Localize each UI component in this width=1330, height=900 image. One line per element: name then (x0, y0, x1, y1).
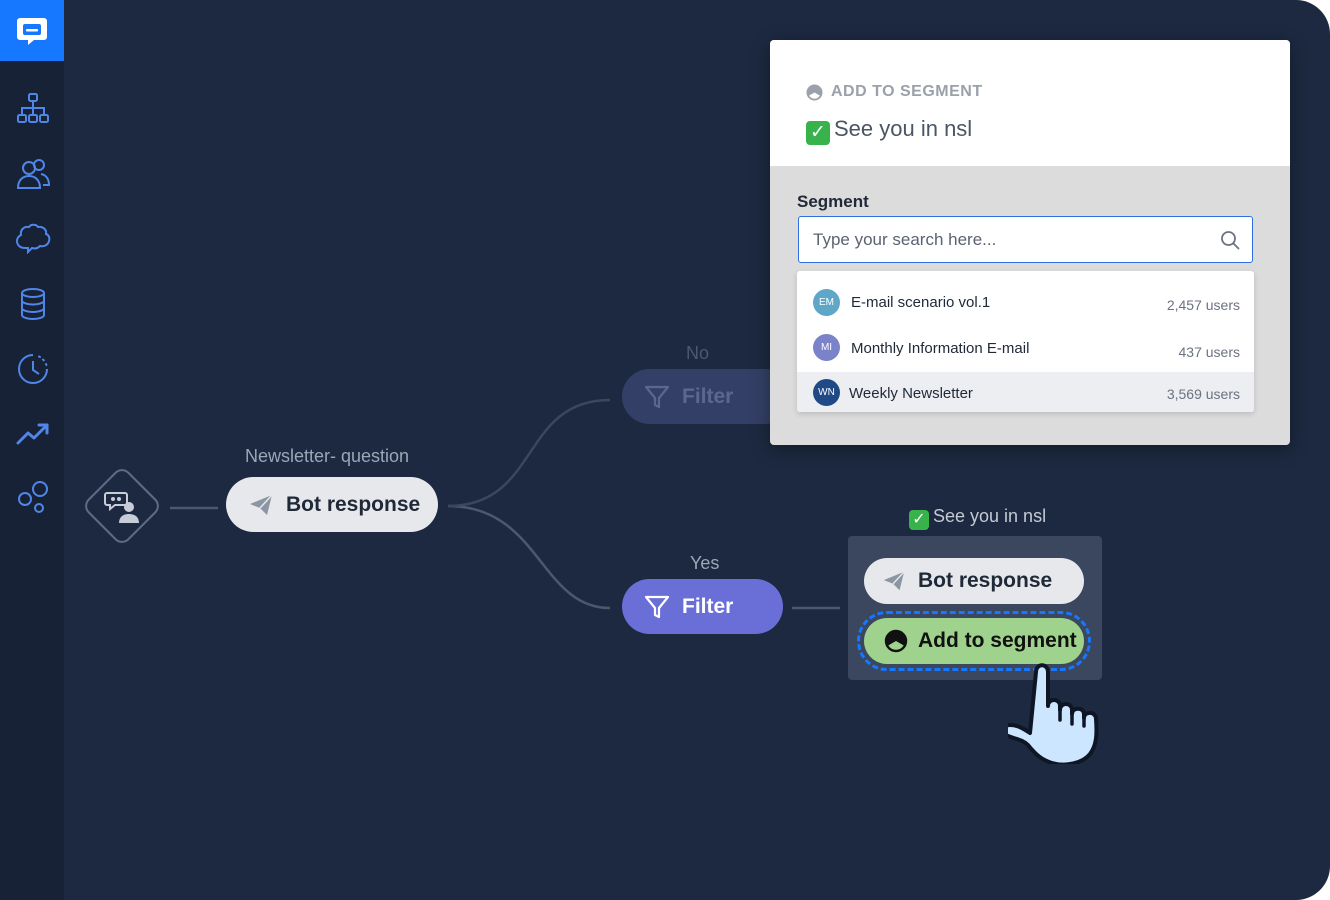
search-icon (1221, 231, 1240, 250)
segment-search-box[interactable] (798, 216, 1253, 263)
bot-response-label: Bot response (286, 492, 421, 516)
bot-response-node[interactable]: Bot response (226, 477, 438, 532)
group-bot-response-label: Bot response (918, 569, 1053, 592)
segment-option-count: 2,457 users (1166, 297, 1240, 313)
brain-icon (15, 223, 51, 255)
panel-kicker-text: ADD TO SEGMENT (831, 83, 983, 100)
nav-integrations[interactable] (14, 478, 52, 516)
hand-pointer-icon (1008, 663, 1099, 764)
panel-kicker: ADD TO SEGMENT (806, 83, 983, 101)
filter-node-no[interactable]: Filter (622, 369, 792, 424)
check-mark-icon: ✓ (806, 121, 830, 145)
paper-plane-icon (250, 493, 273, 515)
nav-analytics[interactable] (14, 414, 52, 452)
nav-clock[interactable] (14, 350, 52, 388)
branch-yes-label: Yes (690, 553, 720, 573)
funnel-icon (644, 385, 670, 408)
chat-bubble-logo-icon (17, 17, 47, 45)
branch-no-label: No (686, 343, 710, 363)
segment-avatar: EM (813, 289, 840, 316)
chat-user-icon (104, 492, 139, 523)
paper-plane-icon (883, 571, 905, 591)
segment-option-count: 3,569 users (1166, 386, 1240, 402)
database-icon (21, 288, 45, 321)
segment-option-name: Monthly Information E-mail (851, 340, 1030, 357)
sidebar (0, 0, 64, 900)
filter-yes-label: Filter (682, 594, 734, 618)
segment-avatar: WN (813, 379, 840, 406)
segment-field-label: Segment (797, 192, 869, 211)
filter-no-label: Filter (682, 384, 734, 408)
segment-option-name: E-mail scenario vol.1 (851, 294, 991, 311)
group-title: ✓See you in nsl (909, 506, 1046, 530)
filter-node-yes[interactable]: Filter (622, 579, 783, 634)
add-to-segment-label: Add to segment (918, 629, 1077, 652)
segment-option-name: Weekly Newsletter (849, 385, 973, 402)
logo[interactable] (0, 0, 64, 61)
group-bot-response[interactable]: Bot response (864, 558, 1084, 604)
panel-title: ✓See you in nsl (806, 116, 972, 145)
add-to-segment-panel: ADD TO SEGMENT ✓See you in nsl Segment E… (770, 40, 1290, 445)
segment-option-count: 437 users (1178, 344, 1240, 360)
pie-chart-icon (884, 629, 908, 653)
funnel-icon (644, 595, 670, 618)
panel-title-text: See you in nsl (834, 116, 973, 141)
bubbles-icon (18, 481, 48, 513)
clock-icon (18, 354, 48, 384)
nav-brain[interactable] (14, 219, 52, 257)
nav-org-chart[interactable] (14, 89, 52, 127)
trend-up-icon (16, 423, 49, 445)
segment-option-selected[interactable]: WN Weekly Newsletter 3,569 users (797, 372, 1254, 412)
segment-option[interactable]: EM E-mail scenario vol.1 2,457 users (797, 275, 1254, 323)
segment-dropdown: EM E-mail scenario vol.1 2,457 users MI … (797, 271, 1254, 412)
panel-header: ADD TO SEGMENT ✓See you in nsl (770, 40, 1290, 166)
segment-avatar: MI (813, 334, 840, 361)
users-icon (16, 159, 51, 189)
org-chart-icon (17, 93, 49, 123)
nav-database[interactable] (14, 285, 52, 323)
add-to-segment-node[interactable]: Add to segment (864, 618, 1084, 664)
segment-search-input[interactable] (813, 229, 1203, 250)
group-title-text: See you in nsl (933, 506, 1047, 526)
pie-chart-icon (806, 83, 823, 101)
nav-users[interactable] (14, 155, 52, 193)
segment-option[interactable]: MI Monthly Information E-mail 437 users (797, 324, 1254, 372)
selection-outline (857, 611, 1091, 671)
question-node-title: Newsletter- question (244, 446, 410, 466)
check-mark-icon: ✓ (909, 510, 929, 530)
